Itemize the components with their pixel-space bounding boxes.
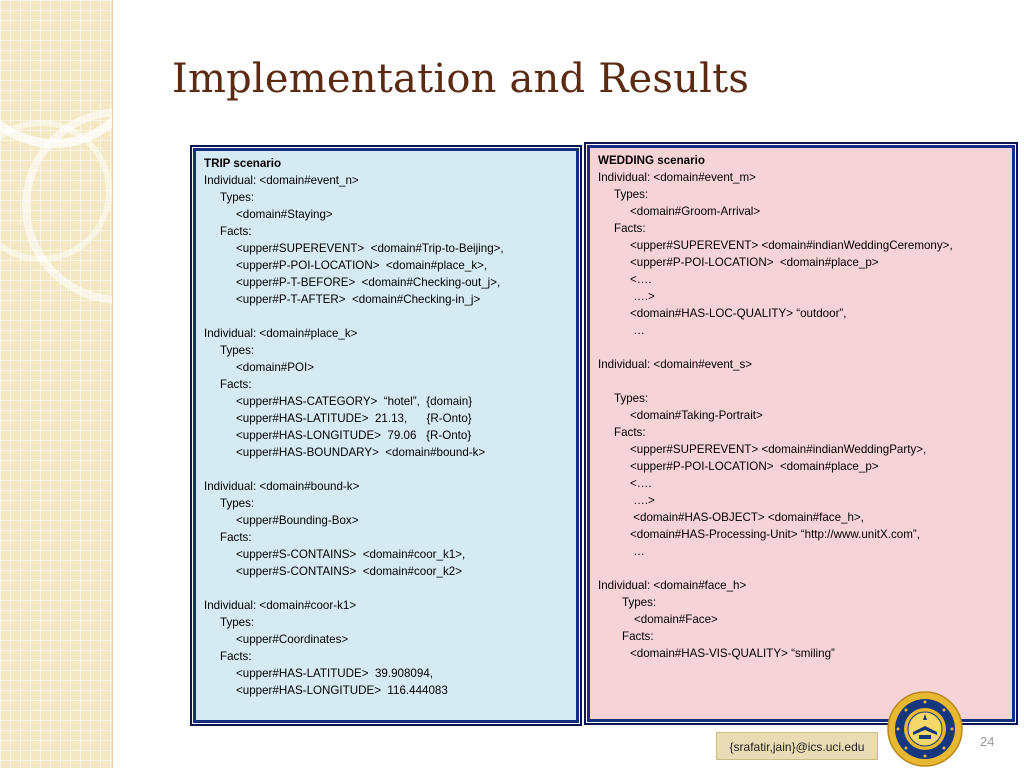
code-line: <upper#HAS-LATITUDE> 39.908094, [236, 667, 433, 680]
code-line: Types: [220, 191, 255, 204]
code-line: Facts: [622, 630, 654, 643]
code-line: <upper#HAS-LONGITUDE> 79.06 {R-Onto} [236, 429, 472, 442]
code-line: <upper#Bounding-Box> [236, 514, 359, 527]
code-line: ….> [630, 290, 655, 303]
code-line: Facts: [614, 222, 646, 235]
scenario-heading: WEDDING scenario [598, 154, 705, 167]
code-line: Types: [622, 596, 657, 609]
code-line: <upper#P-POI-LOCATION> <domain#place_k>, [236, 259, 488, 272]
code-line: <domain#HAS-VIS-QUALITY> “smiling” [630, 647, 835, 660]
code-line: <upper#Coordinates> [236, 633, 349, 646]
code-line: <domain#Groom-Arrival> [630, 205, 761, 218]
code-line: <domain#Staying> [236, 208, 333, 221]
code-line: <domain#HAS-OBJECT> <domain#face_h>, [630, 511, 864, 524]
code-line: Types: [220, 344, 255, 357]
code-line [204, 461, 568, 478]
code-line: <…. [630, 273, 652, 286]
code-line: <upper#SUPEREVENT> <domain#indianWedding… [630, 443, 927, 456]
code-line [204, 308, 568, 325]
code-line: <upper#P-T-BEFORE> <domain#Checking-out_… [236, 276, 501, 289]
code-line: Individual: <domain#event_m> [598, 171, 756, 184]
scenario-heading: TRIP scenario [204, 157, 282, 170]
code-line: Facts: [614, 426, 646, 439]
code-line: <upper#P-POI-LOCATION> <domain#place_p> [630, 460, 879, 473]
code-line: Individual: <domain#event_n> [204, 174, 359, 187]
code-line: ….> [630, 494, 655, 507]
decorative-sidebar [0, 0, 113, 768]
code-line: <upper#S-CONTAINS> <domain#coor_k2> [236, 565, 462, 578]
code-line: Types: [614, 392, 649, 405]
code-line: <upper#P-POI-LOCATION> <domain#place_p> [630, 256, 879, 269]
code-line: <upper#HAS-LONGITUDE> 116.444083 [236, 684, 448, 697]
code-line: <upper#HAS-CATEGORY> “hotel”, {domain} [236, 395, 473, 408]
code-line: Individual: <domain#event_s> [598, 358, 753, 371]
code-line: Types: [614, 188, 649, 201]
code-line: … [630, 545, 645, 558]
code-line: <domain#HAS-Processing-Unit> “http://www… [630, 528, 920, 541]
code-line: <upper#S-CONTAINS> <domain#coor_k1>, [236, 548, 466, 561]
university-seal-icon [887, 691, 963, 767]
code-line: Facts: [220, 650, 252, 663]
code-line [598, 560, 1004, 577]
code-line: <domain#Taking-Portrait> [630, 409, 763, 422]
code-line: … [630, 324, 645, 337]
code-line: Individual: <domain#bound-k> [204, 480, 360, 493]
page-number: 24 [980, 734, 995, 749]
code-line: Individual: <domain#coor-k1> [204, 599, 357, 612]
code-line: <upper#SUPEREVENT> <domain#Trip-to-Beiji… [236, 242, 504, 255]
code-line: Types: [220, 616, 255, 629]
code-line: Individual: <domain#face_h> [598, 579, 747, 592]
code-line: <domain#POI> [236, 361, 314, 374]
code-line: Facts: [220, 225, 252, 238]
code-line: Facts: [220, 531, 252, 544]
author-email: {srafatir,jain}@ics.uci.edu [716, 732, 878, 760]
code-line [598, 373, 1004, 390]
code-line [598, 339, 1004, 356]
code-line: <upper#HAS-BOUNDARY> <domain#bound-k> [236, 446, 486, 459]
slide-title: Implementation and Results [172, 56, 750, 102]
code-line: <…. [630, 477, 652, 490]
decorative-ring [0, 120, 112, 262]
code-line: Individual: <domain#place_k> [204, 327, 358, 340]
code-line: Facts: [220, 378, 252, 391]
code-line: Types: [220, 497, 255, 510]
code-line [204, 580, 568, 597]
code-line: <upper#HAS-LATITUDE> 21.13, {R-Onto} [236, 412, 472, 425]
code-line: <upper#P-T-AFTER> <domain#Checking-in_j> [236, 293, 481, 306]
code-line: <domain#HAS-LOC-QUALITY> “outdoor”, [630, 307, 847, 320]
code-line: <upper#SUPEREVENT> <domain#indianWedding… [630, 239, 953, 252]
code-line: <domain#Face> [634, 613, 718, 626]
